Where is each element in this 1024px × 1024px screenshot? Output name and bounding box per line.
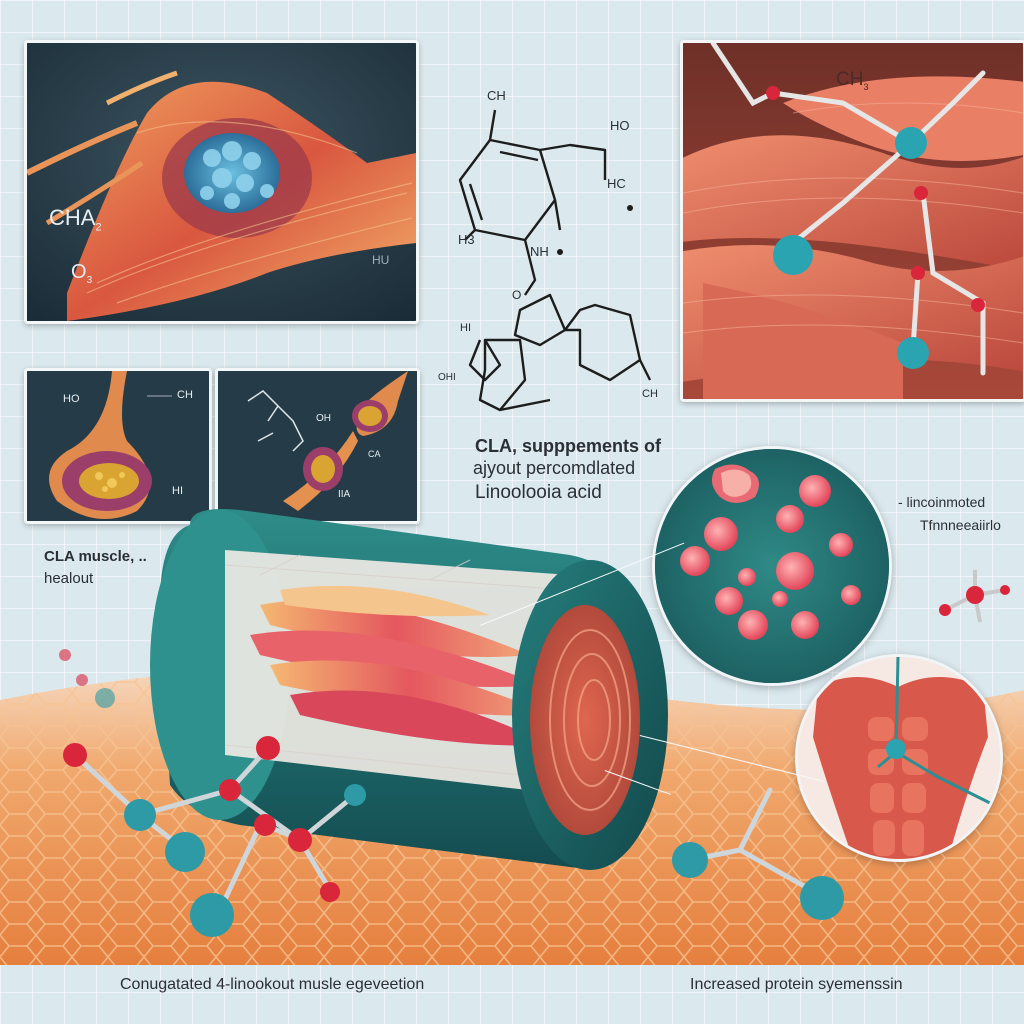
- label-ch3: CH3: [836, 69, 869, 92]
- label-iia: IIA: [338, 489, 351, 500]
- muscle-molecule-illustration: [683, 43, 1023, 399]
- mol-label-ho: HO: [610, 118, 630, 133]
- small-cell-illustration-left: [27, 371, 209, 521]
- membrane-illustration: [655, 449, 889, 683]
- mol-label-ohi: OHI: [438, 372, 456, 383]
- chemical-structure: [458, 109, 652, 412]
- muscle-cylinder: [150, 509, 668, 870]
- label-cha: CHA2: [49, 205, 102, 234]
- cell-membrane-zoom: [652, 446, 892, 686]
- caption-line-1: CLA, supppements of: [475, 436, 662, 456]
- muscle-cell-panel: CHA2 O3 HU: [24, 40, 419, 324]
- label-oh: OH: [316, 413, 331, 424]
- mol-label-ch2: CH: [642, 388, 658, 400]
- label-ch-small: CH: [177, 389, 193, 401]
- abdomen-muscle-zoom: [795, 654, 1003, 862]
- mol-label-o: O: [512, 288, 522, 302]
- muscle-molecule-panel: CH3: [680, 40, 1024, 402]
- label-hu: HU: [372, 253, 390, 267]
- caption-line-2: ajyout percomdlated: [473, 458, 636, 478]
- mol-label-h3: H3: [458, 232, 475, 247]
- mol-label-nh: NH: [530, 244, 549, 259]
- bottom-left-caption: Conugatated 4-linookout musle egeveetion: [120, 976, 425, 993]
- abdomen-illustration: [798, 657, 1000, 859]
- label-ca: CA: [368, 449, 381, 459]
- right-caption-line-2: Tfnnneeaiirlo: [920, 517, 1001, 533]
- floating-molecule-right: [939, 570, 1010, 623]
- mol-label-hc: HC: [607, 176, 626, 191]
- muscle-cell-illustration: [27, 43, 416, 321]
- small-cell-panel-right: OH CA IIA: [215, 368, 420, 524]
- label-ho: HO: [63, 393, 80, 405]
- right-caption-line-1: - lincoinmoted: [898, 494, 986, 510]
- floor-molecules: [59, 649, 844, 937]
- small-cell-illustration-right: [218, 371, 417, 521]
- caption-line-3: Linoolooia acid: [475, 482, 602, 503]
- left-caption-line-1: CLA muscle, ..: [44, 548, 147, 565]
- small-cell-panel-left: HO CH HI: [24, 368, 212, 524]
- bottom-right-caption: Increased protein syemenssin: [690, 976, 903, 993]
- mol-label-ch: CH: [487, 88, 506, 103]
- label-o3: O3: [71, 261, 93, 286]
- left-caption-line-2: healout: [44, 570, 94, 587]
- mol-label-hi: HI: [460, 322, 471, 334]
- label-hi: HI: [172, 485, 183, 497]
